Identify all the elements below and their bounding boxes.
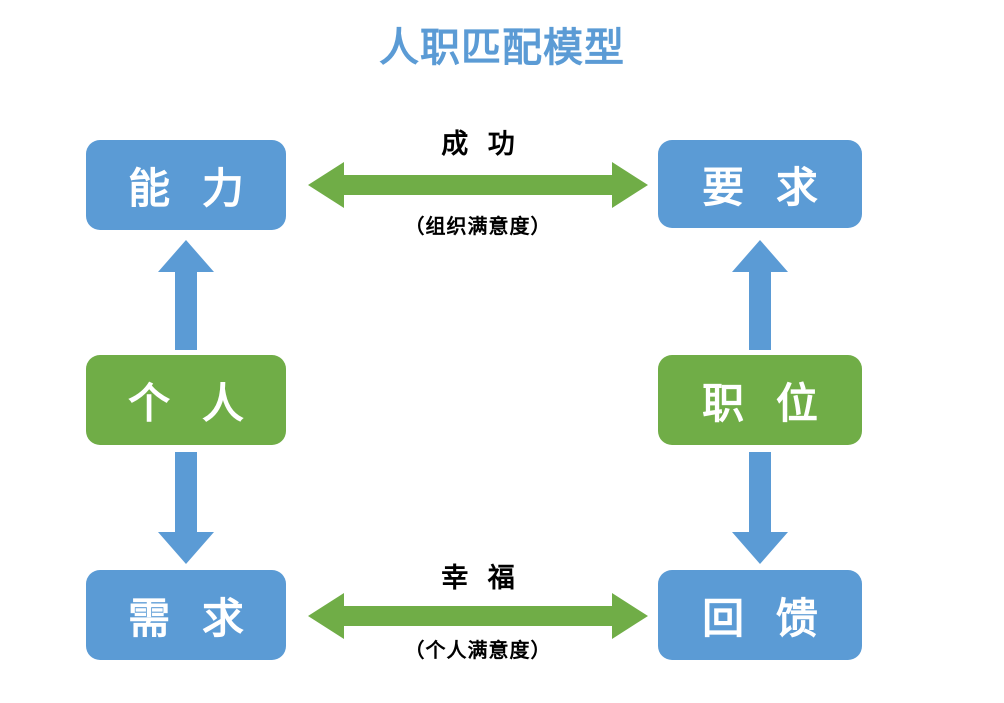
connector-top-sublabel: （组织满意度） [404, 216, 552, 238]
box-person: 个 人 [86, 355, 286, 445]
box-need: 需 求 [86, 570, 286, 660]
box-feedback-label: 回 馈 [702, 594, 828, 642]
box-position: 职 位 [658, 355, 862, 445]
box-need-label: 需 求 [128, 594, 254, 642]
connector-bottom-sublabel: （个人满意度） [404, 640, 552, 662]
box-ability: 能 力 [86, 140, 286, 230]
arrow-down-icon-position-to-feedback [730, 452, 790, 564]
connector-bottom-label: 幸 福 [441, 563, 521, 593]
box-requirement-label: 要 求 [702, 163, 828, 211]
arrow-up-icon-position-to-requirement [730, 240, 790, 350]
connector-top-label: 成 功 [441, 129, 521, 159]
box-ability-label: 能 力 [128, 164, 254, 212]
page-title: 人职匹配模型 [379, 26, 625, 70]
arrow-up-icon-person-to-ability [156, 240, 216, 350]
double-arrow-icon-ability-requirement [308, 157, 648, 213]
box-position-label: 职 位 [702, 379, 828, 427]
arrow-down-icon-person-to-need [156, 452, 216, 564]
box-requirement: 要 求 [658, 140, 862, 228]
box-feedback: 回 馈 [658, 570, 862, 660]
double-arrow-icon-need-feedback [308, 588, 648, 644]
box-person-label: 个 人 [128, 379, 254, 427]
